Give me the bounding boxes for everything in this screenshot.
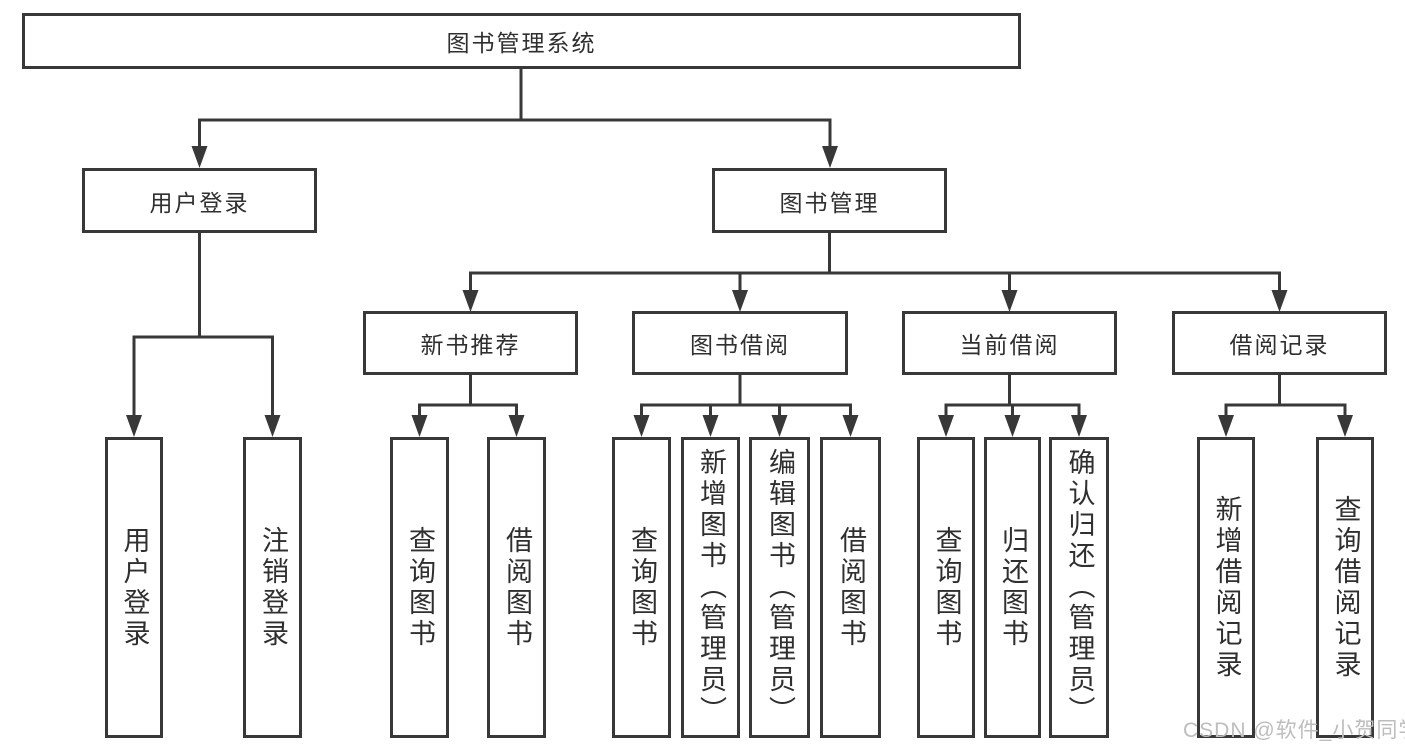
node-label: 图书管理系统: [446, 30, 597, 56]
node-label: 查询借阅记录: [1330, 494, 1361, 681]
node-label: 用户登录: [149, 189, 250, 216]
leaf-borrow-book-recommend: 借阅图书: [487, 437, 546, 738]
leaf-add-borrow-record: 新增借阅记录: [1197, 437, 1255, 738]
node-label: 借阅图书: [502, 525, 532, 650]
leaf-edit-book-admin: 编辑图书（管理员）: [749, 437, 810, 738]
node-label: 查询图书: [627, 525, 657, 650]
node-label: 图书借阅: [690, 332, 790, 358]
leaf-user-login: 用户登录: [105, 437, 163, 738]
node-label: 借阅记录: [1229, 332, 1330, 358]
node-borrow-record: 借阅记录: [1172, 311, 1387, 375]
node-label: 新增图书（管理员）: [696, 448, 726, 727]
node-label: 新增借阅记录: [1211, 494, 1242, 681]
node-book-management-branch: 图书管理: [712, 168, 947, 233]
arrowheads: [126, 146, 1353, 437]
leaf-logout: 注销登录: [243, 437, 302, 738]
node-root: 图书管理系统: [22, 13, 1021, 69]
node-label: 注销登录: [258, 525, 288, 650]
node-user-login-branch: 用户登录: [82, 168, 317, 233]
leaf-query-book-recommend: 查询图书: [390, 437, 449, 738]
node-label: 当前借阅: [959, 332, 1060, 358]
node-label: 归还图书: [998, 525, 1028, 650]
node-book-borrow: 图书借阅: [632, 311, 848, 375]
node-label: 确认归还（管理员）: [1064, 448, 1095, 727]
csdn-watermark: CSDN @软件_小贺同学: [1183, 719, 1405, 742]
leaf-query-book-borrow: 查询图书: [612, 437, 671, 738]
node-label: 图书管理: [779, 189, 880, 216]
node-current-borrow: 当前借阅: [902, 311, 1117, 375]
node-label: 编辑图书（管理员）: [765, 448, 795, 727]
leaf-query-borrow-record: 查询借阅记录: [1316, 437, 1374, 738]
node-new-book-recommend: 新书推荐: [363, 311, 578, 375]
leaf-query-book-current: 查询图书: [917, 437, 975, 738]
leaf-add-book-admin: 新增图书（管理员）: [681, 437, 740, 738]
node-label: 新书推荐: [420, 332, 521, 358]
leaf-borrow-book: 借阅图书: [820, 437, 881, 738]
leaf-confirm-return-admin: 确认归还（管理员）: [1049, 437, 1109, 738]
node-label: 借阅图书: [836, 525, 866, 650]
leaf-return-book: 归还图书: [984, 437, 1041, 738]
node-label: 用户登录: [119, 525, 150, 650]
node-label: 查询图书: [931, 525, 962, 650]
node-label: 查询图书: [405, 525, 435, 650]
